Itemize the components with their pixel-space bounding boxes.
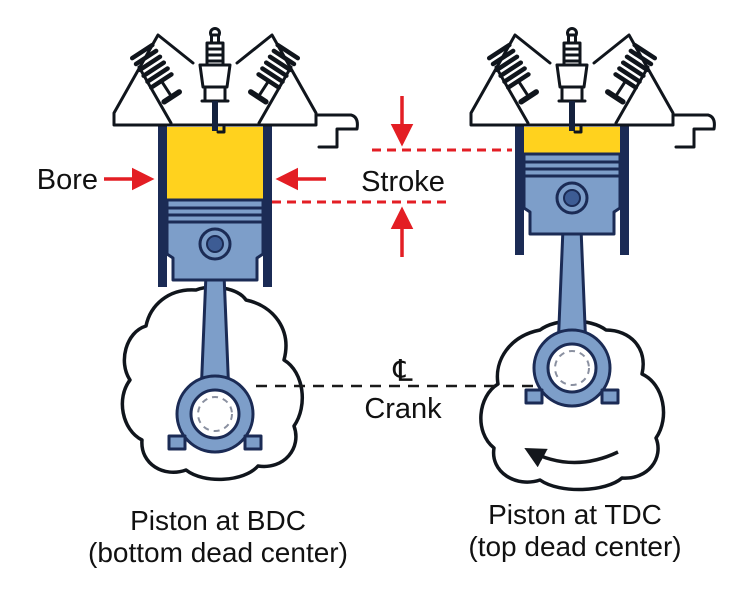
- combustion-chamber: [167, 127, 263, 202]
- crank-label: Crank: [364, 393, 442, 425]
- centerline-symbol: ℄: [392, 355, 413, 388]
- cylinder-wall: [158, 125, 167, 287]
- caption-left-title: Piston at BDC: [130, 505, 306, 536]
- combustion-chamber: [524, 127, 620, 155]
- engine-left-bdc: [114, 29, 357, 481]
- caption-left-subtitle: (bottom dead center): [88, 537, 348, 568]
- bore-label: Bore: [37, 164, 98, 196]
- cylinder-wall: [263, 125, 272, 287]
- caption-right-subtitle: (top dead center): [468, 531, 681, 562]
- cylinder-wall: [515, 125, 524, 255]
- caption-right-title: Piston at TDC: [488, 499, 662, 530]
- piston-assembly-right: [522, 152, 622, 408]
- annotations: Bore Stroke ℄ Crank: [37, 96, 534, 425]
- rotation-arrow: [524, 447, 619, 468]
- captions: Piston at BDC (bottom dead center) Pisto…: [88, 499, 682, 568]
- engine-right-tdc: [471, 29, 714, 492]
- stroke-label: Stroke: [361, 166, 445, 198]
- cylinder-wall: [620, 125, 629, 255]
